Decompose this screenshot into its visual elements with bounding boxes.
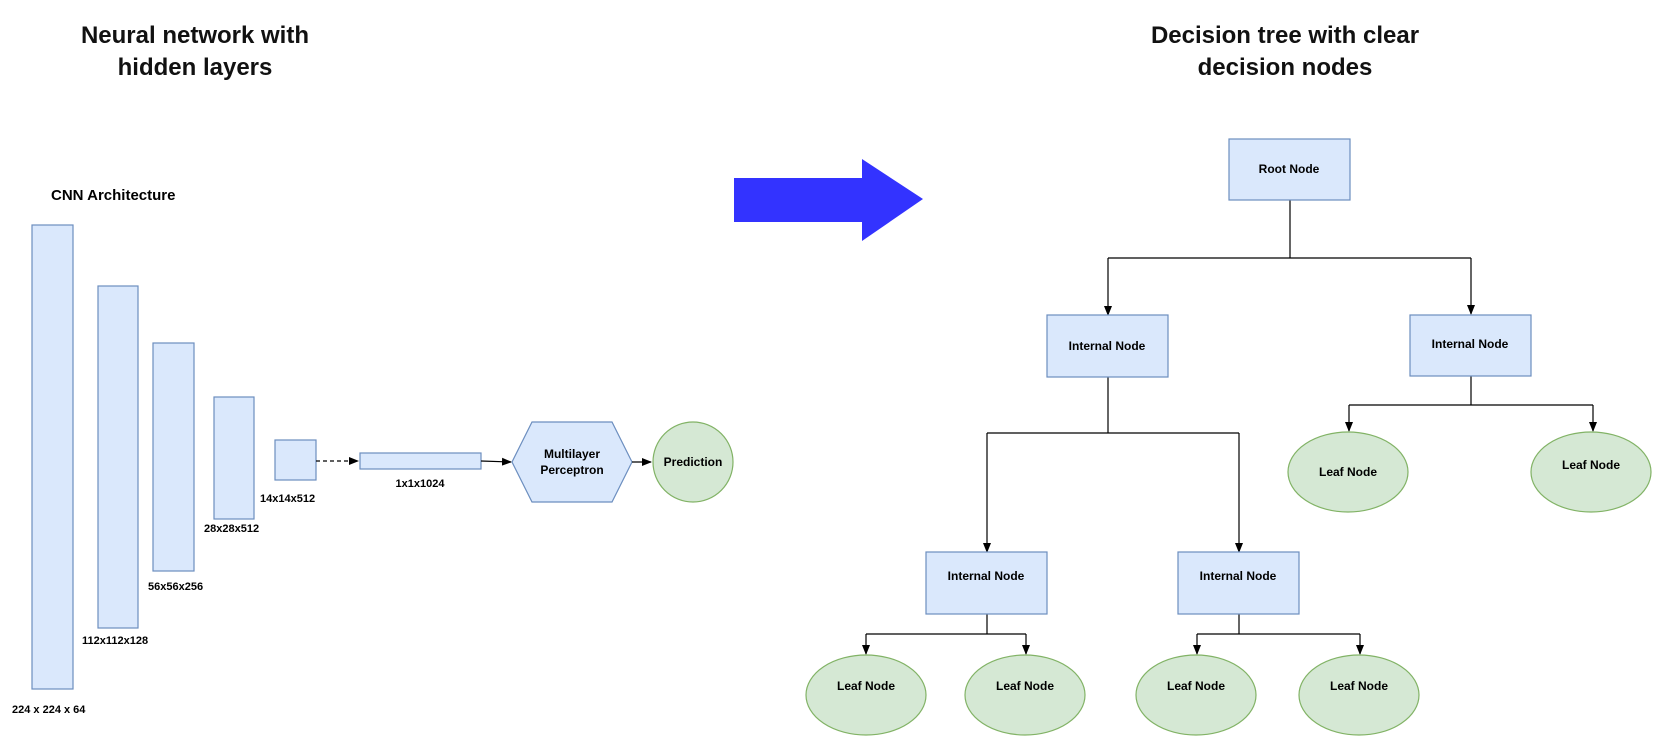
mlp-hexagon — [511, 421, 633, 503]
right-heading: Decision tree with clear decision nodes — [1150, 22, 1420, 81]
flatten-to-mlp-arrow — [480, 457, 512, 466]
prediction-label: Prediction — [664, 455, 723, 469]
left-heading: Neural network with hidden layers — [80, 22, 310, 81]
leaf-node-lr2 — [1298, 654, 1420, 736]
root-node — [1228, 138, 1351, 201]
leaf-node-ll2-label: Leaf Node — [996, 679, 1054, 693]
internal-node-left — [1046, 314, 1169, 378]
layer-3-label: 56x56x256 — [148, 581, 203, 593]
layer-4-label: 28x28x512 — [204, 523, 259, 535]
layer-5 — [274, 439, 317, 481]
internal-node-right — [1409, 314, 1532, 377]
leaf-node-lr1 — [1135, 654, 1257, 736]
internal-node-lr — [1177, 551, 1300, 615]
layer-3 — [152, 342, 195, 572]
cnn-title: CNN Architecture — [51, 187, 175, 204]
flatten-layer — [359, 452, 482, 470]
leaf-node-ll1-label: Leaf Node — [837, 679, 895, 693]
leaf-node-lr2-label: Leaf Node — [1330, 679, 1388, 693]
layer-1-label: 224 x 224 x 64 — [12, 704, 86, 716]
layer-1 — [31, 224, 74, 690]
internal-node-right-label: Internal Node — [1432, 337, 1509, 351]
leaf-node-ll2 — [964, 654, 1086, 736]
leaf-node-ll1 — [805, 654, 927, 736]
root-node-label: Root Node — [1259, 162, 1320, 176]
leaf-node-r2-label: Leaf Node — [1562, 458, 1620, 472]
flatten-label: 1x1x1024 — [396, 478, 446, 490]
right-arrow-icon — [734, 159, 923, 241]
leaf-node-r1-label: Leaf Node — [1319, 465, 1377, 479]
leaf-node-r2 — [1530, 431, 1652, 513]
prediction-node — [652, 421, 734, 503]
internal-node-left-label: Internal Node — [1069, 339, 1146, 353]
leaf-node-lr1-label: Leaf Node — [1167, 679, 1225, 693]
mlp-label-line2: Perceptron — [540, 463, 603, 477]
layer-5-label: 14x14x512 — [260, 493, 315, 505]
tree-edges — [862, 200, 1597, 655]
layer-4 — [213, 396, 255, 520]
internal-node-ll-label: Internal Node — [948, 569, 1025, 583]
cnn-layers — [31, 224, 317, 690]
internal-node-lr-label: Internal Node — [1200, 569, 1277, 583]
internal-node-ll — [925, 551, 1048, 615]
leaf-node-r1 — [1287, 431, 1409, 513]
layer-2 — [97, 285, 139, 629]
layer-2-label: 112x112x128 — [82, 635, 148, 647]
mlp-label-line1: Multilayer — [544, 447, 600, 461]
